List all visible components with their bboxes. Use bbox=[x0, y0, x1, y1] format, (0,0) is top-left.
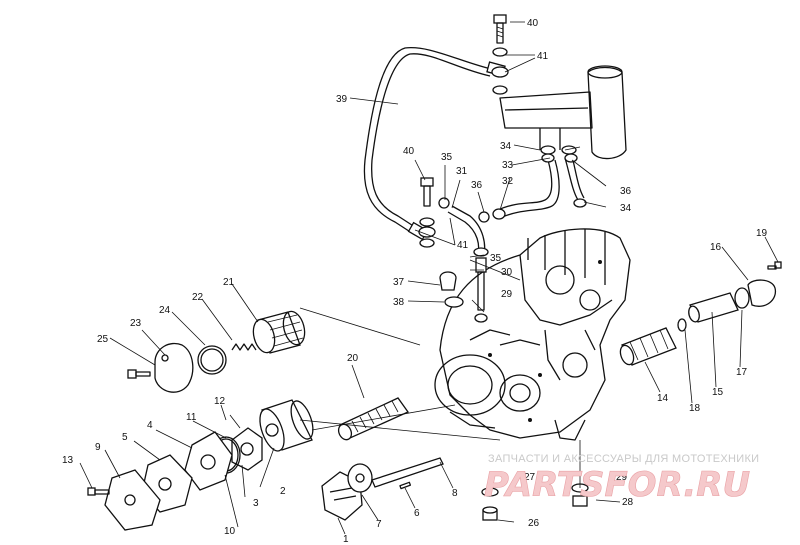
label-20: 20 bbox=[347, 353, 359, 364]
label-19: 19 bbox=[756, 228, 768, 239]
label-17: 17 bbox=[736, 367, 748, 378]
oil-filter-element bbox=[252, 310, 306, 354]
oil-fitting bbox=[473, 247, 489, 323]
strainer-oring bbox=[677, 318, 687, 332]
label-18: 18 bbox=[689, 403, 701, 414]
leader-lines bbox=[79, 21, 779, 535]
label-26: 26 bbox=[528, 518, 540, 529]
cap-cover bbox=[747, 279, 777, 307]
frame-tube bbox=[499, 65, 627, 160]
banjo-bolt-top bbox=[493, 14, 507, 44]
label-7: 7 bbox=[376, 519, 382, 530]
part-number-labels: 40 41 39 40 35 31 36 32 33 34 36 34 41 3… bbox=[62, 18, 768, 545]
breather-hoses bbox=[438, 145, 587, 256]
filter-spring bbox=[231, 343, 257, 351]
label-41-top: 41 bbox=[537, 51, 549, 62]
label-4: 4 bbox=[147, 420, 153, 431]
pump-plate bbox=[184, 431, 233, 491]
label-6: 6 bbox=[414, 508, 420, 519]
label-40-left: 40 bbox=[403, 146, 415, 157]
label-32: 32 bbox=[502, 176, 514, 187]
label-8: 8 bbox=[452, 488, 458, 499]
label-28: 28 bbox=[622, 497, 634, 508]
label-15: 15 bbox=[712, 387, 724, 398]
label-3: 3 bbox=[253, 498, 259, 509]
engine-crankcase bbox=[434, 228, 631, 441]
label-35-right: 35 bbox=[490, 253, 502, 264]
label-9: 9 bbox=[95, 442, 101, 453]
label-21: 21 bbox=[223, 277, 235, 288]
label-27: 27 bbox=[524, 472, 536, 483]
banjo-bolt-left bbox=[418, 177, 436, 248]
strainer-cap bbox=[688, 292, 739, 323]
label-35-top: 35 bbox=[441, 152, 453, 163]
label-11: 11 bbox=[186, 412, 197, 423]
oil-pump-housing bbox=[259, 399, 314, 452]
label-23: 23 bbox=[130, 318, 142, 329]
label-36-right: 36 bbox=[620, 186, 632, 197]
watermark: ЗАПЧАСТИ И АКСЕССУАРЫ ДЛЯ МОТОТЕХНИКИ PA… bbox=[484, 453, 759, 505]
cap-oring bbox=[734, 287, 750, 309]
label-29-bottom: 29 bbox=[616, 472, 628, 483]
pump-bolt bbox=[87, 487, 110, 496]
pump-shaft bbox=[371, 457, 444, 490]
label-29-top: 29 bbox=[501, 289, 513, 300]
label-16: 16 bbox=[710, 242, 722, 253]
filter-cover-oring bbox=[197, 345, 227, 375]
sealing-washers-top bbox=[491, 47, 509, 95]
pump-cover bbox=[104, 469, 161, 531]
label-36-left: 36 bbox=[471, 180, 483, 191]
thrust-washer bbox=[347, 463, 373, 493]
label-25: 25 bbox=[97, 334, 109, 345]
oil-filler-cap bbox=[439, 271, 464, 308]
label-37: 37 bbox=[393, 277, 405, 288]
label-10: 10 bbox=[224, 526, 236, 537]
cap-screw bbox=[767, 261, 782, 270]
label-38: 38 bbox=[393, 297, 405, 308]
label-5: 5 bbox=[122, 432, 128, 443]
label-31: 31 bbox=[456, 166, 468, 177]
label-30: 30 bbox=[501, 267, 513, 278]
watermark-tagline: ЗАПЧАСТИ И АКСЕССУАРЫ ДЛЯ МОТОТЕХНИКИ bbox=[488, 453, 759, 465]
drain-plug-left bbox=[481, 487, 499, 521]
label-22: 22 bbox=[192, 292, 204, 303]
watermark-logo: PARTSFOR.RU bbox=[484, 465, 750, 505]
label-41-left: 41 bbox=[457, 240, 469, 251]
label-13: 13 bbox=[62, 455, 74, 466]
label-12: 12 bbox=[214, 396, 226, 407]
label-1: 1 bbox=[343, 534, 349, 545]
label-39: 39 bbox=[336, 94, 348, 105]
label-14: 14 bbox=[657, 393, 669, 404]
label-34-right: 34 bbox=[620, 203, 632, 214]
cover-bolts bbox=[127, 369, 151, 379]
label-34-top: 34 bbox=[500, 141, 512, 152]
label-2: 2 bbox=[280, 486, 286, 497]
label-40-top: 40 bbox=[527, 18, 539, 29]
label-24: 24 bbox=[159, 305, 171, 316]
oil-strainer-right bbox=[619, 327, 677, 366]
filter-cover bbox=[154, 342, 194, 393]
label-33: 33 bbox=[502, 160, 514, 171]
